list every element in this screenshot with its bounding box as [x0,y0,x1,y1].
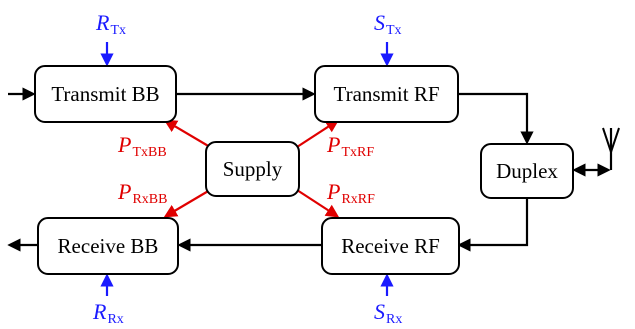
duplex-block: Duplex [480,143,574,199]
p-txbb-label: PTxBB [117,132,167,160]
supply-to-rx-bb-arrow [163,189,211,218]
supply-to-tx-rf-arrow [296,119,340,148]
p-txrf-label: PTxRF [326,132,374,160]
tx-rf-to-duplex-arrow [459,92,534,145]
p-rxrf-label: PRxRF [326,179,375,207]
power-arrows [163,119,340,218]
receive-rf-label: Receive RF [341,234,440,258]
supply-to-rx-rf-arrow [296,189,340,218]
duplex-label: Duplex [496,159,558,183]
antenna-icon [602,127,620,170]
supply-label: Supply [223,157,283,181]
control-labels: RTx STx RRx SRx [92,10,402,327]
s-rx-label: SRx [374,299,402,327]
transmit-bb-label: Transmit BB [51,82,159,106]
transmit-rf-block: Transmit RF [314,65,459,123]
p-rxbb-label: PRxBB [117,179,167,207]
power-labels: PTxBB PTxRF PRxBB PRxRF [117,132,375,207]
r-rx-label: RRx [92,299,124,327]
r-tx-label: RTx [95,10,126,38]
transmit-bb-block: Transmit BB [34,65,177,123]
supply-to-tx-bb-arrow [163,119,211,148]
transmit-rf-label: Transmit RF [333,82,439,106]
s-tx-label: STx [374,10,402,38]
receive-bb-block: Receive BB [37,217,179,275]
duplex-to-rx-rf-arrow [457,198,529,252]
control-arrows [100,42,394,296]
signal-connections [7,87,611,252]
receive-bb-label: Receive BB [58,234,159,258]
supply-block: Supply [205,141,300,197]
receive-rf-block: Receive RF [321,217,460,275]
